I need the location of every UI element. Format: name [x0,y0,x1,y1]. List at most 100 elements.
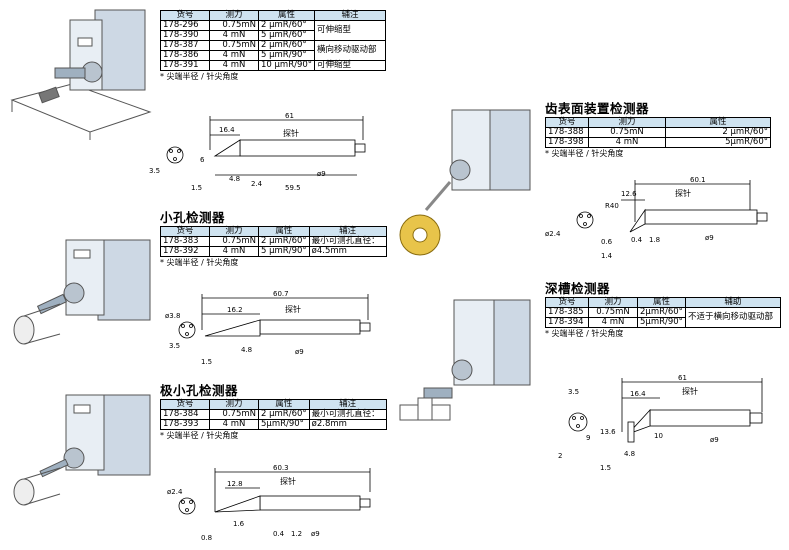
dim-61: 61 [678,374,687,382]
dim-60-3: 60.3 [273,464,289,472]
item-no: 178-385 [545,307,589,318]
dim-3-8: ø3.8 [165,312,180,320]
dim-60-7: 60.7 [273,290,289,298]
attr-value: 5μmR/90° [258,419,310,430]
remark-cell: 横向移动驱动部 [314,40,387,61]
remark-line1: 最小可测孔直径： [308,409,387,420]
probe-label: 探针 [675,188,691,198]
dim-9: ø9 [317,170,326,178]
probe-label: 探针 [283,128,299,138]
section-title: 齿表面装置检测器 [545,101,650,116]
table-row: 178-392 4 mN 5 μmR/90° ø4.5mm [160,246,387,257]
col-item-no: 货号 [160,10,210,21]
table-row: 178-383 0.75mN 2 μmR/60° 最小可测孔直径： [160,236,387,247]
dim-3-5: 3.5 [568,388,579,396]
dim-6: 6 [200,156,205,164]
table-row: 178-391 4 mN 10 μmR/90° 可伸缩型 [160,60,387,71]
dim-16-4: 16.4 [630,390,646,398]
col-attr: 属性 [665,117,771,128]
col-force: 测力 [209,399,259,410]
item-no: 178-390 [160,30,210,41]
small-hole-table: 货号 测力 属性 辅注 178-383 0.75mN 2 μmR/60° 最小可… [160,226,387,257]
attr-value: 2μmR/60° [637,307,686,318]
table-row: 178-384 0.75mN 2 μmR/60° 最小可测孔直径： [160,409,387,420]
detector-illustrations-middle [399,109,531,421]
force-value: 4 mN [588,317,638,328]
remark-line2: ø4.5mm [308,246,387,257]
force-value: 0.75mN [209,236,259,247]
force-value: 4 mN [209,50,259,61]
force-value: 0.75mN [588,307,638,318]
attr-value: 5 μmR/90° [258,246,310,257]
attr-value: 2 μmR/60° [257,40,316,51]
groove-section: 深槽检测器 货号 测力 属性 辅助 178-385 0.75mN 2μmR/60… [545,278,781,339]
col-attr: 属性 [257,10,316,21]
probe-label: 探针 [285,304,301,314]
dim-16-4: 16.4 [219,126,235,134]
dim-r40: R40 [605,202,619,210]
section-title: 小孔检测器 [160,210,226,225]
item-no: 178-296 [160,20,210,31]
dim-1-5: 1.5 [600,464,611,472]
col-item-no: 货号 [545,297,589,308]
dim-9: ø9 [705,234,714,242]
col-force: 测力 [209,226,259,237]
dim-1-2: 1.2 [291,530,302,538]
dim-61: 61 [285,112,294,120]
col-item-no: 货号 [160,226,210,237]
dim-2: 2 [558,452,562,460]
tip-note: * 尖端半径 / 针尖角度 [160,431,239,440]
gear-icon [399,214,441,256]
illustration-groove-detector [399,299,531,421]
col-remark: 辅注 [314,10,387,21]
attr-value: 5μmR/90° [637,317,686,328]
tip-note: * 尖端半径 / 针尖角度 [545,149,624,158]
attr-value: 2 μmR/60° [258,236,310,247]
dim-1-6: 1.6 [233,520,245,528]
illustration-standard-detector [10,9,152,140]
tiny-hole-drawing: 60.3 12.8 探针 ø2.4 1.6 0.8 0.4 1.2 ø9 [167,464,371,542]
force-value: 0.75mN [209,20,259,31]
table-row: 178-388 0.75mN 2 μmR/60° [545,127,771,138]
dim-13-6: 13.6 [600,428,616,436]
dim-2-4: 2.4 [251,180,263,188]
table-row: 178-393 4 mN 5μmR/90° ø2.8mm [160,419,387,430]
dim-9-dia: ø9 [710,436,719,444]
force-value: 0.75mN [209,40,259,51]
dim-3-5: 3.5 [149,167,160,175]
col-remark: 辅注 [308,226,387,237]
item-no: 178-383 [160,236,210,247]
col-force: 测力 [588,117,666,128]
dim-9: 9 [586,434,590,442]
remark-cell: 不适于横向移动驱动部 [684,307,781,328]
table-row: 178-398 4 mN 5μmR/60° [545,137,771,148]
col-attr: 属性 [258,399,310,410]
probe-label: 探针 [682,386,698,396]
force-value: 4 mN [209,30,259,41]
illustration-gear-detector [399,109,531,256]
dim-1-4: 1.4 [601,252,613,260]
attr-value: 2 μmR/60° [665,127,771,138]
gear-table: 货号 测力 属性 178-388 0.75mN 2 μmR/60° 178-39… [545,117,771,148]
remark-cell: 可伸缩型 [314,60,387,71]
gear-drawing: 60.1 12.6 探针 ø2.4 R40 0.6 1.4 1.8 0.4 ø9 [545,176,768,260]
item-no: 178-386 [160,50,210,61]
dim-1-5: 1.5 [201,358,212,366]
dim-16-2: 16.2 [227,306,243,314]
illustration-tiny-hole-detector [13,394,151,506]
remark-line1: 最小可测孔直径： [308,236,387,247]
force-value: 4 mN [209,60,259,71]
dim-0-6: 0.6 [601,238,613,246]
force-value: 4 mN [588,137,666,148]
standard-detector-table: 货号 测力 属性 辅注 178-296 0.75mN 2 μmR/60° 可伸缩… [160,10,387,71]
col-attr: 属性 [637,297,686,308]
dim-0-4: 0.4 [273,530,285,538]
dim-0-8: 0.8 [201,534,212,542]
item-no: 178-388 [545,127,589,138]
dim-12-6: 12.6 [621,190,637,198]
section-title: 极小孔检测器 [160,383,239,398]
remark-cell: 可伸缩型 [314,20,387,41]
table-row: 178-387 0.75mN 2 μmR/60° 横向移动驱动部 [160,40,387,61]
col-force: 测力 [209,10,259,21]
attr-value: 10 μmR/90° [257,60,316,71]
